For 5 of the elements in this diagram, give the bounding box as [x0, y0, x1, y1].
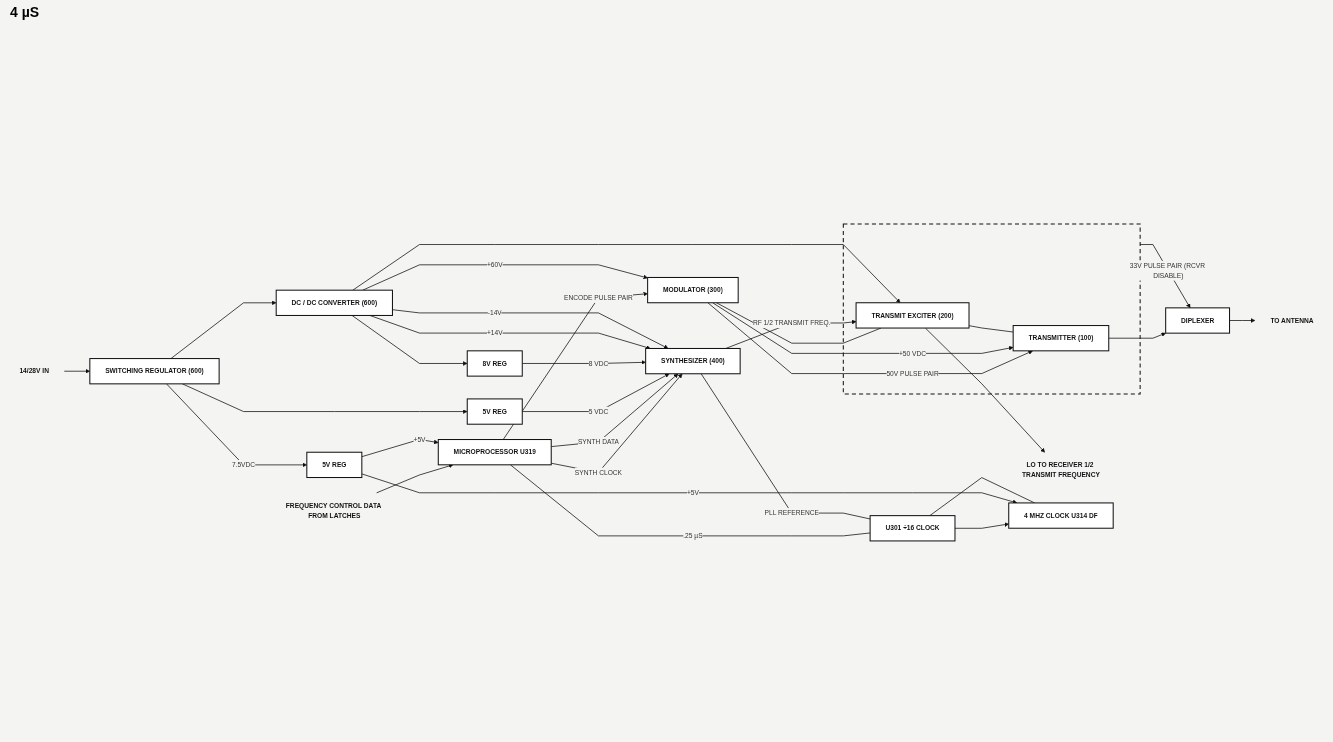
cluster	[842, 224, 1141, 395]
connector	[510, 464, 871, 537]
signal-label: 4 µS	[10, 4, 40, 20]
connector	[929, 477, 1035, 517]
connector	[700, 373, 871, 520]
